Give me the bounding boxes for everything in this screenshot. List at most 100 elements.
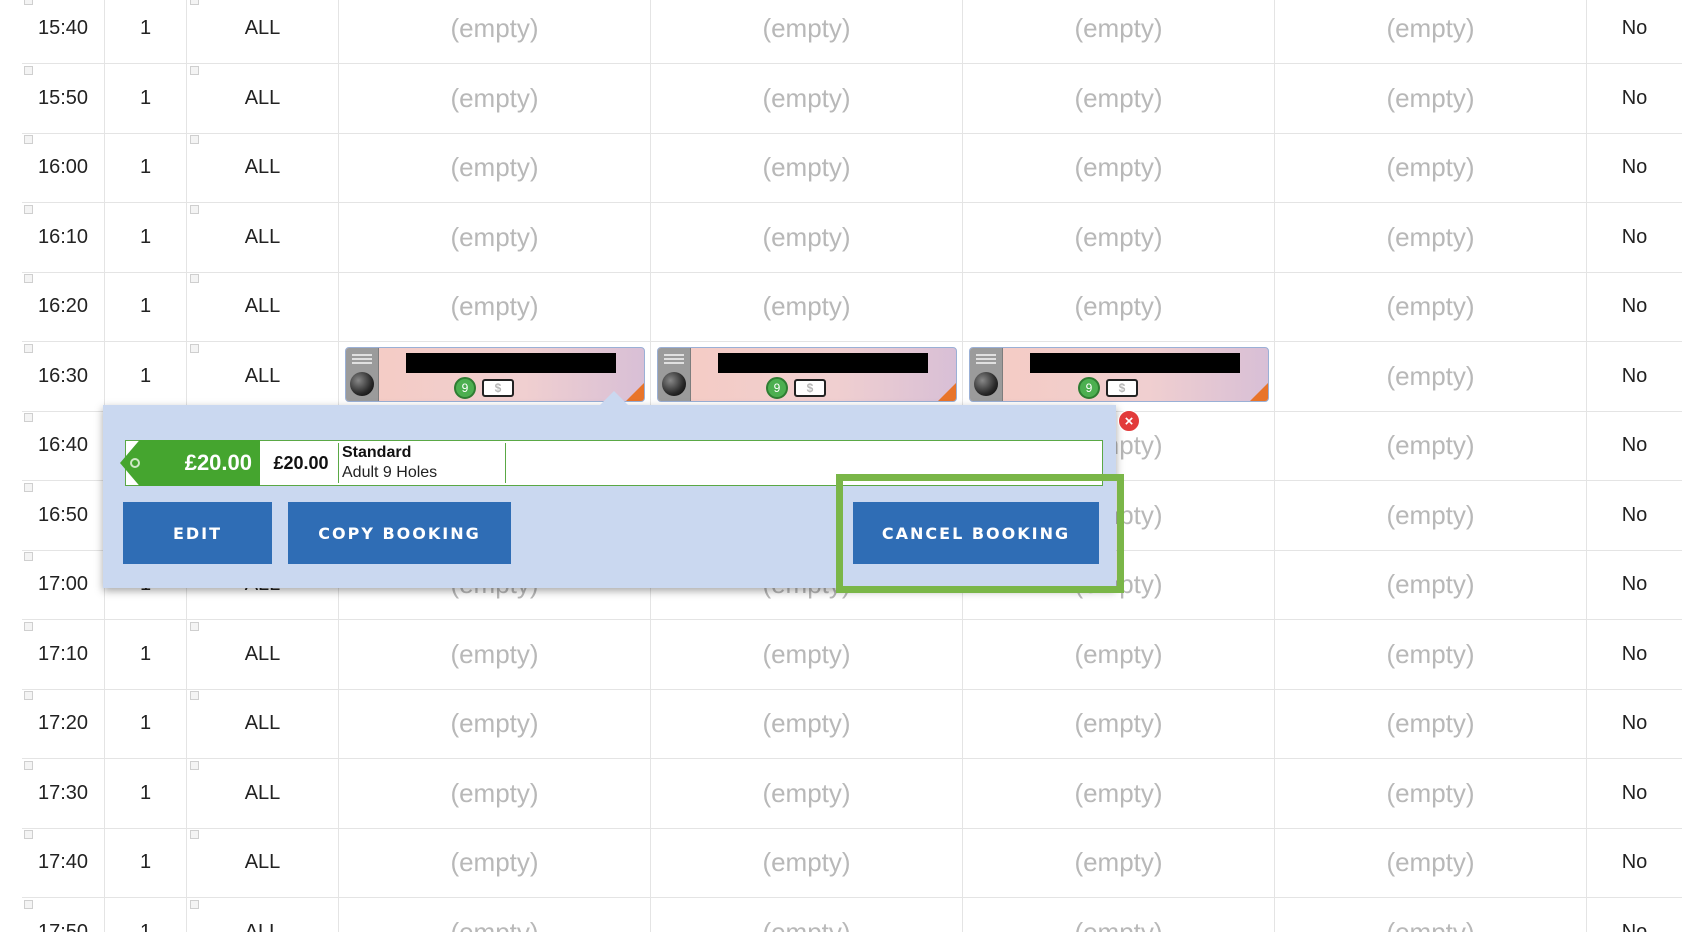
drag-handle-icon[interactable] (970, 347, 1003, 401)
row-corner-icon (24, 274, 33, 283)
slot-cell-empty[interactable]: (empty) (650, 202, 962, 272)
slot-cell-empty[interactable]: (empty) (962, 619, 1274, 689)
slot-cell-empty[interactable]: (empty) (962, 202, 1274, 272)
drag-handle-icon[interactable] (658, 347, 691, 401)
golf-ball-icon (662, 371, 686, 396)
booking-popup: £20.00 £20.00 Standard Adult 9 Holes EDI… (103, 405, 1116, 588)
booking-name-redacted (1030, 352, 1240, 373)
booking-chip[interactable]: 9$ (657, 346, 957, 402)
slot-cell-empty[interactable]: (empty) (338, 619, 650, 689)
drag-handle-icon[interactable] (346, 347, 379, 401)
slot-cell-empty[interactable]: (empty) (1274, 0, 1586, 63)
slot-cell-empty[interactable]: (empty) (650, 897, 962, 932)
holes-cell: ALL (186, 689, 338, 758)
slot-cell-empty[interactable]: (empty) (650, 758, 962, 828)
slot-cell-empty[interactable]: (empty) (1274, 689, 1586, 758)
slot-cell-empty[interactable]: (empty) (1274, 550, 1586, 619)
slot-cell-empty[interactable]: (empty) (338, 828, 650, 897)
slot-cell-empty[interactable]: (empty) (962, 63, 1274, 133)
handle-bars-icon (664, 353, 684, 366)
booking-icons: 9$ (766, 376, 826, 399)
booking-name-redacted (406, 352, 616, 373)
slot-cell-empty[interactable]: (empty) (962, 758, 1274, 828)
tee-count: 1 (104, 689, 186, 758)
slot-cell-empty[interactable]: (empty) (962, 689, 1274, 758)
slot-cell-empty[interactable]: (empty) (1274, 63, 1586, 133)
slot-cell-empty[interactable]: (empty) (962, 133, 1274, 202)
booking-icons: 9$ (454, 376, 514, 399)
tee-count: 1 (104, 0, 186, 63)
slot-cell-booked[interactable]: 9$ (650, 341, 962, 411)
tee-time: 16:10 (38, 225, 89, 248)
slot-cell-empty[interactable]: (empty) (650, 0, 962, 63)
edit-button[interactable]: EDIT (123, 502, 272, 564)
booking-name-redacted (718, 352, 928, 373)
row-corner-icon (24, 413, 33, 422)
slot-cell-empty[interactable]: (empty) (338, 0, 650, 63)
status-cell: No (1586, 758, 1682, 828)
tee-count: 1 (104, 341, 186, 411)
row-corner-icon (190, 830, 199, 839)
holes-cell: ALL (186, 63, 338, 133)
slot-cell-empty[interactable]: (empty) (1274, 897, 1586, 932)
slot-cell-empty[interactable]: (empty) (1274, 411, 1586, 480)
rate-description: Adult 9 Holes (342, 464, 438, 481)
tee-time: 15:40 (38, 17, 89, 39)
slot-cell-empty[interactable]: (empty) (1274, 480, 1586, 550)
slot-cell-empty[interactable]: (empty) (338, 897, 650, 932)
slot-cell-empty[interactable]: (empty) (1274, 619, 1586, 689)
corner-flag-icon (626, 382, 644, 401)
slot-cell-empty[interactable]: (empty) (338, 202, 650, 272)
slot-cell-empty[interactable]: (empty) (1274, 828, 1586, 897)
holes-cell: ALL (186, 202, 338, 272)
holes-cell: ALL (186, 133, 338, 202)
rate-amount: £20.00 (273, 452, 329, 473)
booking-chip[interactable]: 9$ (969, 346, 1269, 402)
slot-cell-empty[interactable]: (empty) (650, 272, 962, 341)
status-cell: No (1586, 689, 1682, 758)
payment-icon: $ (794, 378, 826, 397)
slot-cell-empty[interactable]: (empty) (962, 828, 1274, 897)
slot-cell-empty[interactable]: (empty) (1274, 202, 1586, 272)
status-cell: No (1586, 619, 1682, 689)
slot-cell-empty[interactable]: (empty) (650, 828, 962, 897)
row-corner-icon (190, 621, 199, 631)
holes-cell: ALL (186, 828, 338, 897)
slot-cell-empty[interactable]: (empty) (338, 758, 650, 828)
slot-cell-booked[interactable]: 9$ (338, 341, 650, 411)
slot-cell-empty[interactable]: (empty) (962, 272, 1274, 341)
booking-chip[interactable]: 9$ (345, 346, 645, 402)
holes-cell: ALL (186, 272, 338, 341)
slot-cell-empty[interactable]: (empty) (962, 0, 1274, 63)
slot-cell-empty[interactable]: (empty) (650, 689, 962, 758)
slot-cell-empty[interactable]: (empty) (1274, 341, 1586, 411)
status-cell: No (1586, 480, 1682, 550)
slot-cell-empty[interactable]: (empty) (338, 133, 650, 202)
slot-cell-booked[interactable]: 9$ (962, 341, 1274, 411)
slot-cell-empty[interactable]: (empty) (338, 63, 650, 133)
holes-cell: ALL (186, 758, 338, 828)
slot-cell-empty[interactable]: (empty) (650, 133, 962, 202)
slot-cell-empty[interactable]: (empty) (650, 63, 962, 133)
cancel-booking-button[interactable]: CANCEL BOOKING (853, 502, 1099, 564)
slot-cell-empty[interactable]: (empty) (338, 272, 650, 341)
slot-cell-empty[interactable]: (empty) (1274, 758, 1586, 828)
slot-cell-empty[interactable]: (empty) (650, 619, 962, 689)
slot-cell-empty[interactable]: (empty) (962, 897, 1274, 932)
row-corner-icon (24, 691, 33, 700)
tee-count: 1 (104, 272, 186, 341)
slot-cell-empty[interactable]: (empty) (338, 689, 650, 758)
slot-cell-empty[interactable]: (empty) (1274, 272, 1586, 341)
tee-count: 1 (104, 63, 186, 133)
rate-line: £20.00 £20.00 Standard Adult 9 Holes (120, 440, 1103, 486)
popup-pointer (600, 391, 628, 405)
slot-cell-empty[interactable]: (empty) (1274, 133, 1586, 202)
copy-booking-button[interactable]: COPY BOOKING (288, 502, 511, 564)
close-icon[interactable]: × (1118, 410, 1140, 432)
tee-time: 15:50 (38, 86, 89, 109)
status-cell: No (1586, 272, 1682, 341)
